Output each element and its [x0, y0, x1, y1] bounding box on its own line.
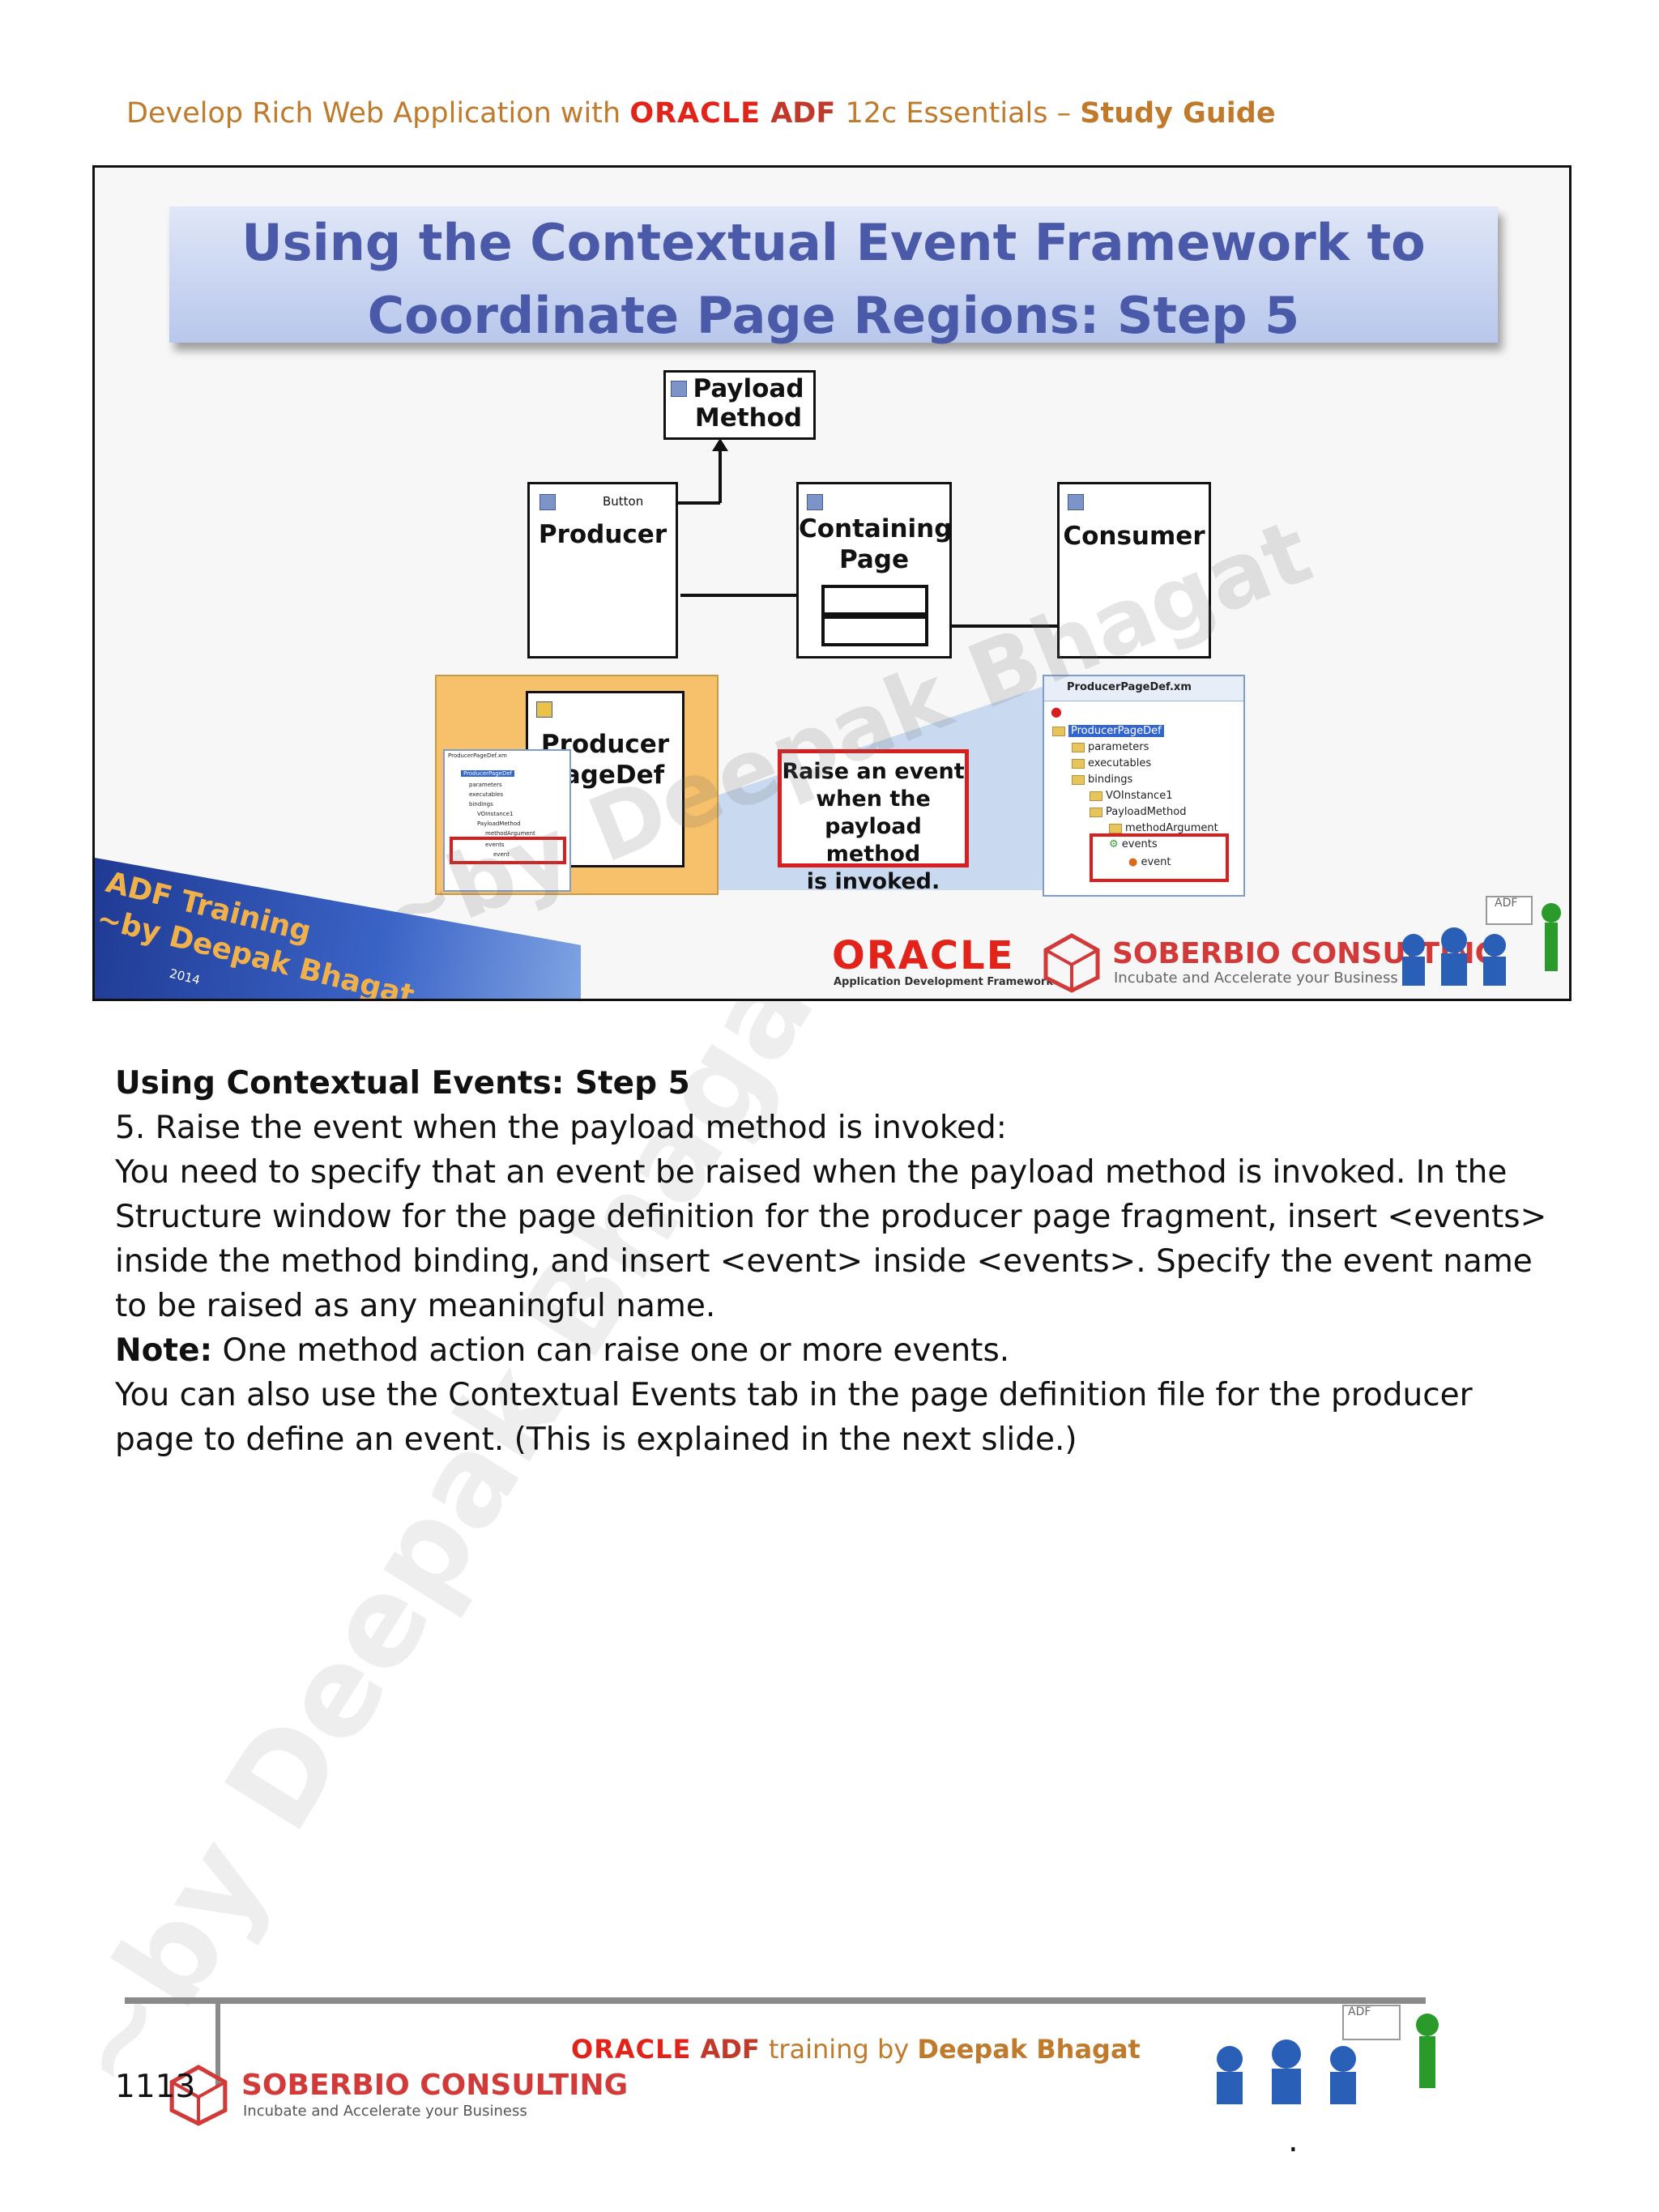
- footer-training-credit: ORACLE ADF training by Deepak Bhagat: [571, 2034, 1141, 2065]
- body-content: Using Contextual Events: Step 5 5. Raise…: [115, 1061, 1557, 1462]
- soberbio-tagline: Incubate and Accelerate your Business: [1114, 970, 1398, 987]
- producer-button-label: Button: [603, 494, 644, 509]
- events-icon: ⚙: [1109, 838, 1119, 850]
- small-tree-item: VOInstance1: [477, 811, 514, 817]
- slide-title: Using the Contextual Event Framework to …: [169, 207, 1498, 345]
- structure-tree-item: PayloadMethod: [1090, 806, 1186, 818]
- page-icon: [807, 494, 823, 510]
- raise-event-callout: Raise an event when the payload method i…: [778, 749, 969, 894]
- small-tree-title: ProducerPageDef.xm: [448, 752, 507, 759]
- containing-page-box: Containing Page: [796, 482, 952, 658]
- closing-paragraph: You can also use the Contextual Events t…: [115, 1377, 1473, 1458]
- event-icon: ●: [1128, 856, 1138, 868]
- page-number: 1113: [115, 2069, 196, 2105]
- consumer-box: Consumer: [1057, 482, 1211, 658]
- structure-tree-item: methodArgument: [1109, 822, 1218, 834]
- consumer-label: Consumer: [1063, 522, 1205, 551]
- region-icon: [539, 494, 556, 510]
- footer-divider-vertical: [215, 1997, 220, 2086]
- footer-soberbio-name: SOBERBIO CONSULTING: [241, 2069, 629, 2102]
- footer-dot: .: [1288, 2122, 1299, 2159]
- events-highlight: [1090, 833, 1229, 882]
- step-paragraph: You need to specify that an event be rai…: [115, 1154, 1547, 1324]
- containing-page-label: Containing Page: [799, 514, 953, 574]
- small-tree-item: executables: [469, 791, 504, 798]
- structure-tree-titlebar: [1044, 676, 1243, 701]
- header-study-guide: Study Guide: [1080, 97, 1276, 130]
- pin-icon: ●: [1051, 704, 1062, 719]
- pagedef-icon: [536, 701, 552, 718]
- structure-tree-item: parameters: [1072, 741, 1149, 753]
- slide-title-line-1: Using the Contextual Event Framework to: [241, 213, 1426, 272]
- slide-image: Using the Contextual Event Framework to …: [92, 165, 1572, 1001]
- structure-tree-title: ProducerPageDef.xm: [1067, 681, 1192, 693]
- region-slot-bottom: [821, 616, 928, 646]
- note-text: One method action can raise one or more …: [212, 1332, 1010, 1369]
- header-middle: 12c Essentials –: [845, 97, 1081, 130]
- footer-adf-board-label: ADF: [1348, 2005, 1371, 2018]
- soberbio-cube-icon: [1043, 933, 1100, 993]
- step-line: 5. Raise the event when the payload meth…: [115, 1110, 1007, 1146]
- small-tree-item: events: [485, 842, 505, 848]
- structure-tree-root: ProducerPageDef: [1052, 725, 1164, 737]
- structure-tree-item: ⚙ events: [1109, 838, 1158, 850]
- small-tree-root: ProducerPageDef: [461, 770, 515, 777]
- oracle-logo: ORACLE: [832, 933, 1015, 978]
- payload-method-box: Payload Method: [663, 370, 816, 440]
- producer-label: Producer: [538, 520, 667, 549]
- oracle-logo-subtitle: Application Development Framework: [834, 976, 1053, 988]
- small-tree-item: bindings: [469, 801, 493, 808]
- footer-soberbio-cube-icon: [169, 2065, 228, 2126]
- small-tree-item: parameters: [469, 782, 502, 788]
- small-tree-item: PayloadMethod: [477, 820, 521, 827]
- structure-tree-item: ● event: [1128, 856, 1171, 868]
- structure-tree-item: VOInstance1: [1090, 790, 1172, 802]
- region-icon: [1068, 494, 1084, 510]
- header-oracle-logo: ORACLE: [629, 97, 761, 130]
- soberbio-name: SOBERBIO CONSULTING: [1112, 937, 1499, 970]
- note-line: Note: One method action can raise one or…: [115, 1328, 1557, 1373]
- footer-soberbio-tagline: Incubate and Accelerate your Business: [243, 2103, 527, 2120]
- small-tree-item: methodArgument: [485, 830, 535, 837]
- adf-board-label: ADF: [1495, 897, 1518, 910]
- header-adf: ADF: [761, 97, 846, 130]
- small-tree-events-highlight: [450, 837, 566, 864]
- header-prefix: Develop Rich Web Application with: [126, 97, 630, 130]
- section-heading: Using Contextual Events: Step 5: [115, 1065, 690, 1102]
- small-structure-tree: ProducerPageDef.xm ProducerPageDef param…: [443, 749, 571, 892]
- note-label: Note:: [115, 1332, 213, 1369]
- training-people-illustration: [1402, 896, 1561, 986]
- slide-title-box: Using the Contextual Event Framework to …: [169, 207, 1498, 345]
- footer-people-illustration: [1217, 2005, 1439, 2104]
- payload-method-label: Payload Method: [693, 374, 804, 433]
- region-slot-top: [821, 585, 928, 616]
- footer-divider: [125, 1997, 1426, 2004]
- method-icon: [671, 381, 687, 397]
- producer-box: Button Producer: [527, 482, 678, 658]
- small-tree-item: event: [493, 851, 510, 858]
- structure-tree-item: executables: [1072, 757, 1151, 769]
- structure-tree-item: bindings: [1072, 774, 1132, 786]
- structure-tree: ProducerPageDef.xm ● ProducerPageDef par…: [1043, 675, 1245, 897]
- document-header: Develop Rich Web Application with ORACLE…: [126, 97, 1276, 130]
- slide-title-line-2: Coordinate Page Regions: Step 5: [367, 286, 1300, 345]
